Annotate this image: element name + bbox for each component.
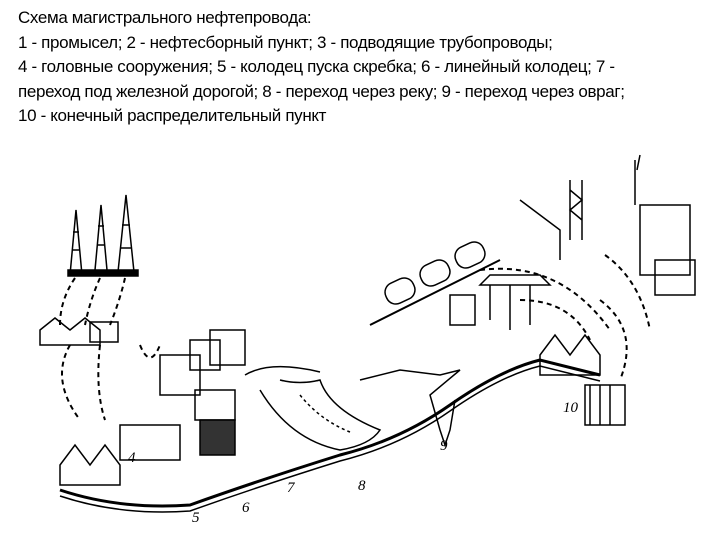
collection-point [39, 317, 119, 346]
loading-station [449, 274, 552, 330]
caption-line: 10 - конечный распределительный пункт [18, 106, 327, 125]
caption-line: переход под железной дорогой; 8 - перехо… [18, 81, 625, 101]
label-5: 5 [192, 510, 200, 526]
distribution-point [539, 333, 626, 426]
label-8: 8 [358, 478, 366, 494]
ravine [359, 369, 461, 448]
caption-title: Схема магистрального нефтепровода: [18, 8, 312, 27]
label-10: 10 [563, 400, 579, 416]
river [244, 365, 382, 451]
diagram-labels: 4 5 6 7 8 9 10 [128, 400, 579, 526]
feeder-pipelines [59, 254, 651, 421]
label-4: 4 [128, 450, 136, 466]
railway-tank-train [369, 241, 501, 326]
main-pipeline [59, 358, 601, 513]
refinery [519, 154, 696, 296]
caption-line: 1 - промысел; 2 - нефтесборный пункт; 3 … [18, 32, 553, 52]
label-6: 6 [242, 500, 250, 516]
head-facilities [59, 329, 246, 486]
label-7: 7 [287, 480, 296, 496]
caption: Схема магистрального нефтепровода: 1 - п… [18, 6, 718, 129]
label-9: 9 [440, 438, 448, 454]
caption-line: 4 - головные сооружения; 5 - колодец пус… [18, 57, 615, 76]
oil-field-derricks [67, 194, 139, 277]
